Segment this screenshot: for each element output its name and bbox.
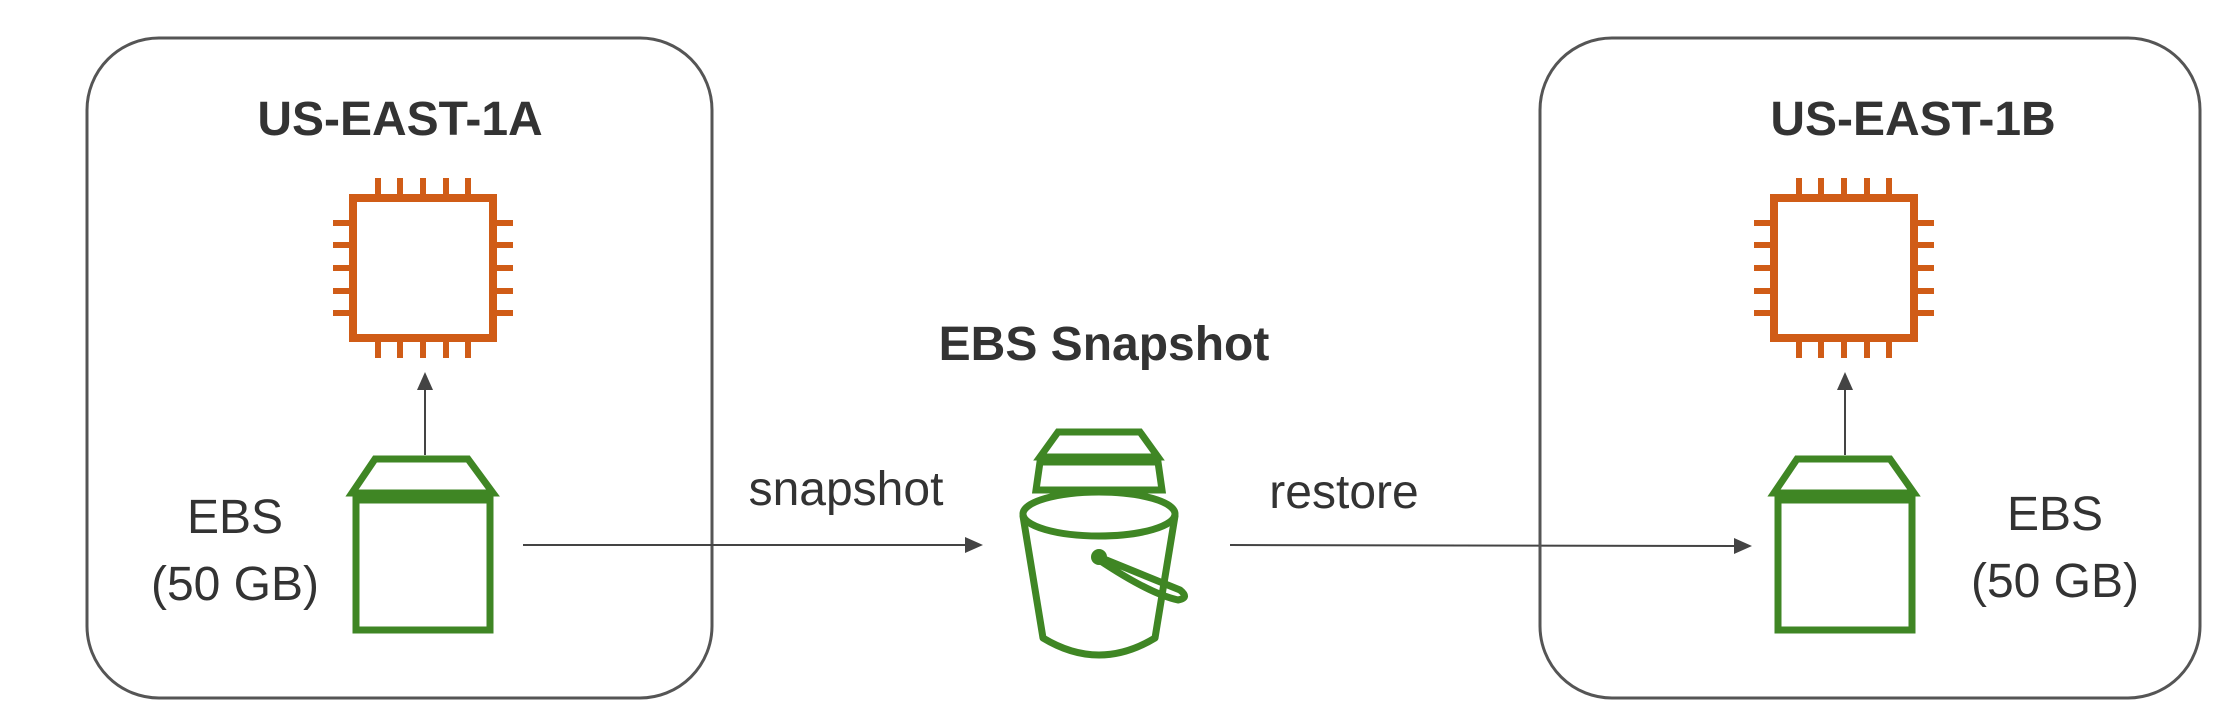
snapshot-bucket-icon [1019, 428, 1188, 659]
snapshot-lid-top [1033, 428, 1165, 461]
ebs-volume-icon [1767, 455, 1921, 634]
ebs-snapshot-group: EBS Snapshot [939, 318, 1270, 659]
ec2-chip-body [349, 194, 497, 342]
ec2-chip-pins [333, 178, 513, 358]
ebs-label-b-line1: EBS [2007, 488, 2103, 541]
bucket-rim [1019, 488, 1179, 540]
ec2-instance-icon [1754, 178, 1934, 358]
ebs-volume-body [352, 496, 494, 634]
bucket-handle [1095, 553, 1188, 604]
attach-arrow-a-head [417, 372, 433, 390]
attach-arrow-b [1837, 372, 1853, 455]
ebs-volume-icon [345, 455, 500, 634]
ebs-volume-body [1774, 496, 1916, 634]
snapshot-lid-band [1031, 458, 1167, 494]
ebs-label-a-line1: EBS [187, 491, 283, 544]
ebs-volume-lid [345, 455, 500, 497]
ec2-chip-body [1770, 194, 1918, 342]
bucket-handle-pin [1091, 549, 1107, 565]
restore-arrow: restore [1229, 466, 1752, 554]
ebs-label-b-line2: (50 GB) [1971, 555, 2139, 608]
ec2-chip-pins [1754, 178, 1934, 358]
attach-arrow-b-head [1837, 372, 1853, 390]
az-b-box [1538, 36, 2202, 700]
availability-zone-a: US-EAST-1A EBS (50 GB) [85, 36, 714, 700]
az-a-box [85, 36, 714, 700]
restore-arrow-line [1229, 544, 1736, 547]
bucket-body [1019, 512, 1179, 659]
restore-arrow-label: restore [1269, 466, 1418, 519]
ebs-volume-lid [1767, 455, 1921, 497]
snapshot-title: EBS Snapshot [939, 318, 1270, 371]
snapshot-arrow: snapshot [523, 463, 983, 553]
az-a-title: US-EAST-1A [257, 93, 542, 146]
az-b-title: US-EAST-1B [1770, 93, 2055, 146]
availability-zone-b: US-EAST-1B EBS (50 GB) [1538, 36, 2202, 700]
ec2-instance-icon [333, 178, 513, 358]
ebs-label-a-line2: (50 GB) [151, 558, 319, 611]
snapshot-arrow-label: snapshot [749, 463, 944, 516]
snapshot-arrow-head [965, 537, 983, 553]
restore-arrow-head [1734, 538, 1752, 554]
attach-arrow-a [417, 372, 433, 455]
